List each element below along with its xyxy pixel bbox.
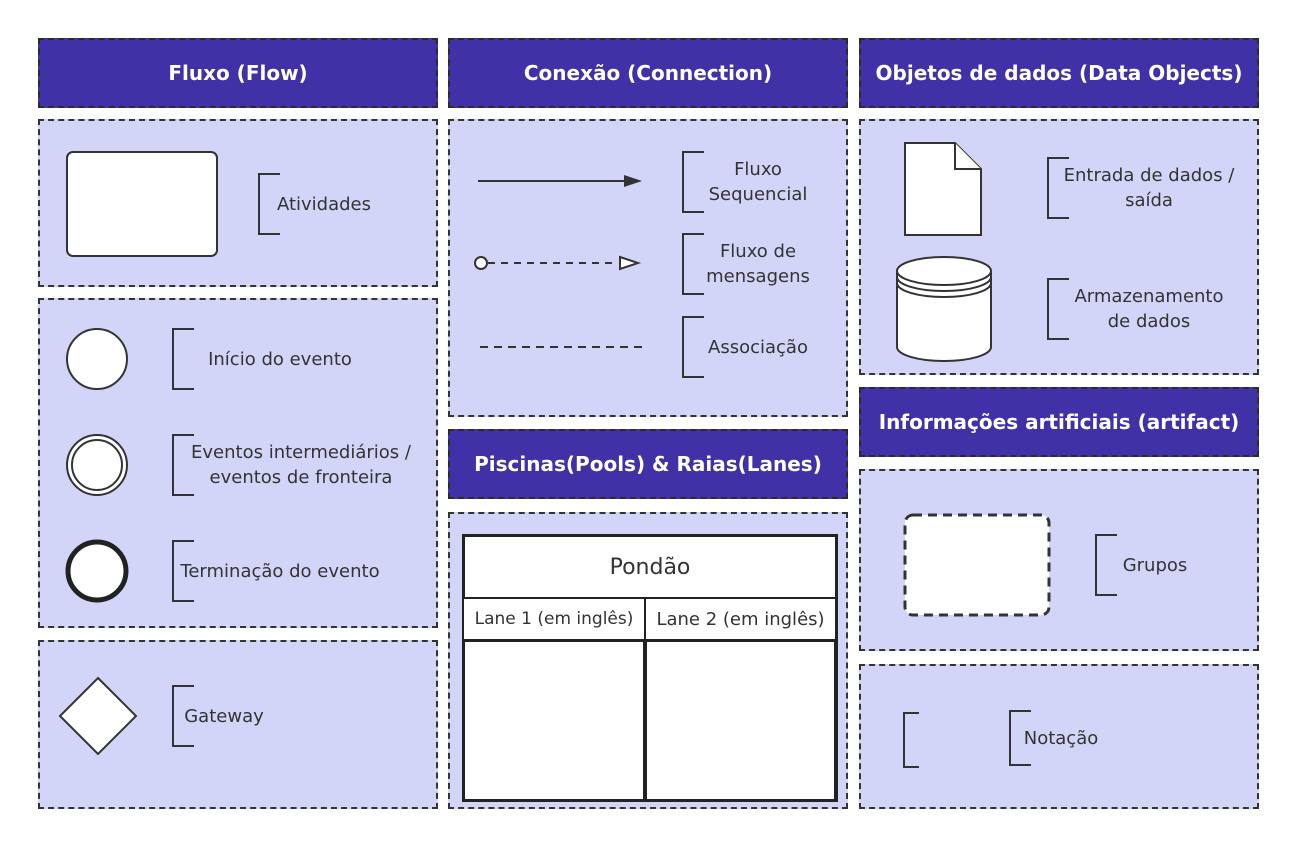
annotation-bracket — [1009, 710, 1031, 766]
data-io-label: Entrada de dados / saída — [1063, 165, 1235, 211]
activity-bracket — [258, 173, 280, 235]
connection-title: Conexão (Connection) — [523, 61, 773, 85]
intermediate-event-label: Eventos intermediários / eventos de fron… — [191, 442, 411, 488]
annotation-label: Notação — [1023, 727, 1099, 749]
gateway-shape — [58, 676, 138, 756]
activity-panel: Atividades — [38, 119, 438, 287]
pools-title: Piscinas(Pools) & Raias(Lanes) — [474, 452, 822, 476]
sequence-flow-label: Fluxo Sequencial — [708, 159, 808, 205]
pools-header: Piscinas(Pools) & Raias(Lanes) — [448, 429, 848, 499]
annotation-symbol-bracket — [903, 712, 919, 768]
group-shape — [903, 513, 1051, 617]
activity-shape — [66, 151, 218, 257]
data-objects-title: Objetos de dados (Data Objects) — [875, 61, 1243, 85]
data-store-bracket — [1047, 278, 1069, 340]
data-store-cylinder-icon — [896, 256, 992, 362]
lane-1-label: Lane 1 (em inglês) — [474, 609, 634, 629]
flow-title: Fluxo (Flow) — [168, 61, 308, 85]
association-line — [480, 346, 642, 348]
group-bracket — [1095, 534, 1117, 596]
start-event-bracket — [172, 328, 194, 390]
lane-1-header: Lane 1 (em inglês) — [462, 597, 646, 641]
data-io-bracket — [1047, 157, 1069, 219]
data-object-document-icon — [904, 142, 982, 236]
data-store-label: Armazenamento de dados — [1074, 286, 1224, 332]
pool-label: Pondão — [609, 554, 691, 580]
group-panel: Grupos — [859, 469, 1259, 651]
gateway-panel: Gateway — [38, 640, 438, 809]
annotation-panel: Notação — [859, 664, 1259, 809]
gateway-label: Gateway — [184, 705, 264, 727]
end-event-bracket — [172, 540, 194, 602]
artifacts-header: Informações artificiais (artifact) — [859, 387, 1259, 457]
sequence-flow-bracket — [682, 151, 704, 213]
message-flow-label: Fluxo de mensagens — [706, 241, 810, 287]
pools-panel: Pondão Lane 1 (em inglês) Lane 2 (em ing… — [448, 512, 848, 809]
artifacts-title: Informações artificiais (artifact) — [878, 410, 1240, 434]
connection-panel: Fluxo Sequencial Fluxo de mensagens Asso… — [448, 119, 848, 417]
start-event-shape — [66, 328, 128, 390]
start-event-label: Início do evento — [208, 348, 352, 370]
lane-2-label: Lane 2 (em inglês) — [656, 608, 825, 630]
intermediate-event-bracket — [172, 434, 194, 496]
events-panel: Início do evento Eventos intermediários … — [38, 298, 438, 628]
flow-header: Fluxo (Flow) — [38, 38, 438, 108]
data-objects-panel: Entrada de dados / saída Armazenamento d… — [859, 119, 1259, 375]
data-objects-header: Objetos de dados (Data Objects) — [859, 38, 1259, 108]
gateway-bracket — [172, 685, 194, 747]
lane-1-body — [462, 639, 646, 802]
lane-2-header: Lane 2 (em inglês) — [644, 597, 837, 641]
lane-2-body — [644, 639, 837, 802]
association-bracket — [682, 316, 704, 378]
connection-header: Conexão (Connection) — [448, 38, 848, 108]
group-label: Grupos — [1122, 554, 1188, 576]
end-event-label: Terminação do evento — [180, 560, 380, 582]
sequence-flow-arrow — [478, 175, 642, 187]
association-label: Associação — [708, 336, 808, 358]
message-flow-bracket — [682, 233, 704, 295]
activity-label: Atividades — [276, 193, 372, 215]
end-event-shape — [65, 539, 129, 603]
message-flow-arrow — [474, 255, 642, 271]
intermediate-event-shape — [66, 434, 128, 496]
pool-shape: Pondão Lane 1 (em inglês) Lane 2 (em ing… — [462, 534, 838, 802]
